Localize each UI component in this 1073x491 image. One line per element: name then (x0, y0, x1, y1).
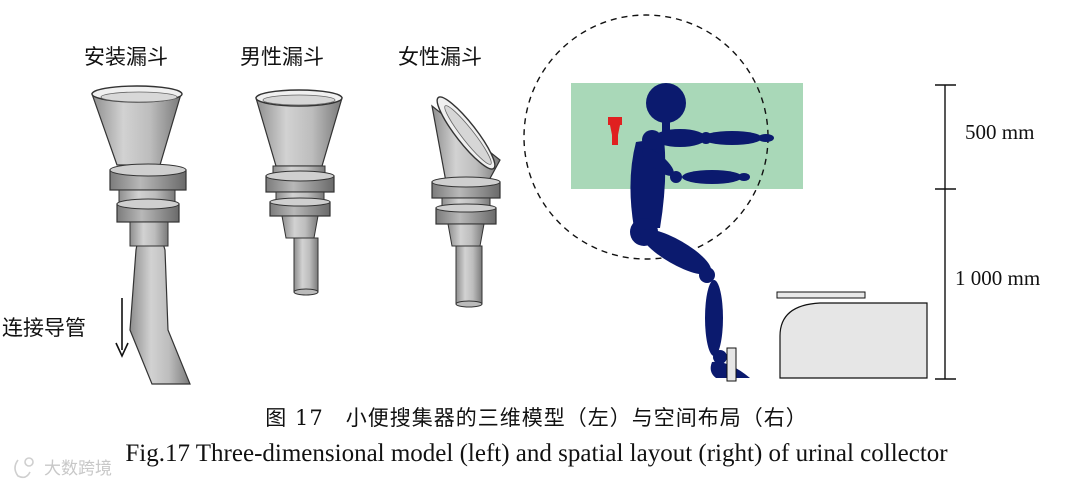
female-funnel-label: 女性漏斗 (398, 45, 482, 69)
watermark-logo-icon (14, 457, 34, 479)
installed-funnel-model (91, 85, 191, 385)
urinal-device-icon (608, 117, 622, 145)
watermark-text: 大数跨境 (44, 459, 112, 479)
male-funnel-label: 男性漏斗 (240, 45, 324, 69)
male-funnel-model (255, 89, 343, 296)
height-dimension-line (935, 84, 956, 380)
figure-caption-english: Fig.17 Three-dimensional model (left) an… (125, 440, 948, 467)
tube-direction-arrow (115, 298, 129, 358)
figure-caption-chinese: 图 17 小便搜集器的三维模型（左）与空间布局（右） (265, 406, 808, 430)
installed-funnel-label: 安装漏斗 (84, 45, 168, 69)
female-funnel-model (431, 96, 501, 308)
collector-base (776, 291, 928, 379)
floor-foot-block (726, 347, 737, 382)
seated-manikin (630, 83, 774, 378)
connecting-tube-label: 连接导管 (2, 316, 86, 340)
lower-dimension-label: 1 000 mm (955, 266, 1041, 290)
upper-dimension-label: 500 mm (965, 120, 1035, 144)
